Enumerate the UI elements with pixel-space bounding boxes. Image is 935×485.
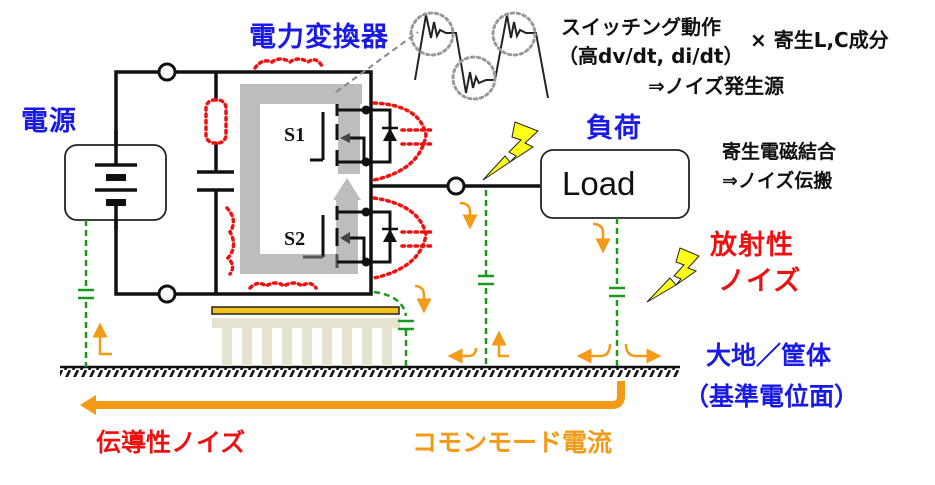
power-source-label: 電源: [21, 106, 77, 137]
terminal-nodes: [157, 62, 466, 304]
common-mode-current-label: コモンモード電流: [412, 428, 613, 457]
parasitic-capacitances: [78, 190, 625, 367]
load-box: [540, 149, 690, 219]
high-dvdt-label: （高dv/dt, di/dt）: [558, 44, 744, 68]
mosfet-s2-parts: [340, 207, 398, 267]
conducted-noise-arrowhead: [80, 395, 96, 415]
parasitic-lc-label: × 寄生L,C成分: [750, 28, 889, 52]
parasitic-coupling-label: 寄生電磁結合: [722, 141, 837, 163]
mosfet-s1-parts: [340, 105, 398, 167]
radiated-noise-label-1: 放射性: [710, 230, 794, 261]
power-converter-label: 電力変換器: [249, 22, 389, 53]
switching-waveform: [409, 11, 549, 101]
reference-plane-label: （基準電位面）: [684, 382, 860, 411]
switch-s1-label: S1: [284, 124, 306, 146]
noise-source-label: ⇒ノイズ発生源: [648, 74, 785, 98]
heatsink: [211, 306, 400, 366]
conducted-noise-label: 伝導性ノイズ: [96, 428, 246, 457]
radiated-noise-label-2: ノイズ: [718, 266, 802, 297]
waveform-pointer: [335, 31, 419, 93]
switching-current-path: [240, 84, 362, 274]
ground-plane: [60, 365, 680, 377]
power-source-symbol: [64, 130, 167, 230]
parasitic-field-lines: [204, 57, 434, 290]
lightning-bolt-icon: [482, 121, 539, 181]
load-box-label: Load: [562, 165, 636, 202]
noise-propagation-label: ⇒ノイズ伝搬: [722, 170, 833, 192]
common-mode-current-arrows: [92, 201, 662, 364]
ground-label: 大地／筐体: [706, 341, 832, 370]
switching-action-label: スイッチング動作: [561, 15, 721, 39]
switch-s2-label: S2: [284, 228, 306, 250]
lightning-bolt-icon: [646, 247, 700, 303]
common-mode-current-main-arrow: [92, 381, 625, 409]
load-title-label: 負荷: [586, 113, 642, 144]
